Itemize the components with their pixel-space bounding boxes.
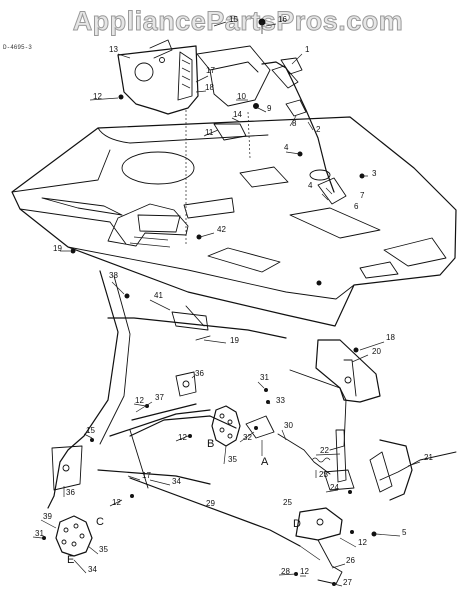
callout-4: 4 bbox=[308, 181, 313, 190]
callout-21: 21 bbox=[424, 453, 433, 462]
callout-2: 2 bbox=[316, 125, 321, 134]
callout-27: 27 bbox=[343, 578, 352, 587]
callout-39: 39 bbox=[43, 512, 52, 521]
callout-22: 22 bbox=[320, 446, 329, 455]
right-hanger bbox=[315, 339, 381, 403]
callout-17: 17 bbox=[142, 471, 151, 480]
callout-35: 35 bbox=[228, 455, 237, 464]
callout-33: 33 bbox=[276, 396, 285, 405]
callout-38: 38 bbox=[109, 271, 118, 280]
callout-42: 42 bbox=[217, 225, 226, 234]
callout-5: 5 bbox=[402, 528, 407, 537]
point-label-d: D bbox=[293, 518, 301, 530]
long-rod bbox=[129, 477, 301, 547]
gear-plate-lower bbox=[55, 515, 93, 557]
callout-12: 12 bbox=[300, 567, 309, 576]
deck-outline bbox=[11, 116, 457, 327]
callout-7: 7 bbox=[360, 191, 365, 200]
callout-31: 31 bbox=[35, 529, 44, 538]
callout-36: 36 bbox=[66, 488, 75, 497]
callout-41: 41 bbox=[154, 291, 163, 300]
line-drawing bbox=[11, 18, 457, 587]
right-lever bbox=[379, 439, 413, 501]
callout-15: 15 bbox=[229, 15, 238, 24]
lower-pivot-arm bbox=[295, 507, 343, 541]
callout-28: 28 bbox=[281, 567, 290, 576]
callout-34: 34 bbox=[88, 565, 97, 574]
callout-19: 19 bbox=[53, 244, 62, 253]
callout-6: 6 bbox=[354, 202, 359, 211]
callout-1: 1 bbox=[305, 45, 310, 54]
callout-32: 32 bbox=[243, 433, 252, 442]
callout-35: 35 bbox=[99, 545, 108, 554]
lift-handle bbox=[261, 61, 335, 193]
callout-12: 12 bbox=[112, 498, 121, 507]
callout-9: 9 bbox=[267, 104, 272, 113]
callout-30: 30 bbox=[284, 421, 293, 430]
callout-17: 17 bbox=[206, 66, 215, 75]
reference-letters: B C D A E bbox=[67, 438, 301, 566]
callout-19: 19 bbox=[230, 336, 239, 345]
callout-36: 36 bbox=[195, 369, 204, 378]
callout-numbers: 1234456789101112121212121213141515161717… bbox=[35, 15, 433, 587]
callout-11: 11 bbox=[205, 128, 214, 137]
callout-29: 29 bbox=[206, 499, 215, 508]
gear-plate-upper bbox=[211, 405, 241, 447]
callout-34: 34 bbox=[172, 477, 181, 486]
callout-14: 14 bbox=[233, 110, 242, 119]
callout-20: 20 bbox=[372, 347, 381, 356]
watermark: AppliancePartsPros.com bbox=[72, 6, 404, 37]
callout-31: 31 bbox=[260, 373, 269, 382]
callout-12: 12 bbox=[93, 92, 102, 101]
point-label-e: E bbox=[67, 554, 74, 566]
callout-12: 12 bbox=[178, 433, 187, 442]
callout-26: 26 bbox=[346, 556, 355, 565]
callout-18: 18 bbox=[386, 333, 395, 342]
callout-4: 4 bbox=[284, 143, 289, 152]
callout-12: 12 bbox=[135, 396, 144, 405]
upper-rod bbox=[107, 317, 287, 339]
point-label-c: C bbox=[96, 516, 104, 528]
callout-12: 12 bbox=[358, 538, 367, 547]
callout-23: 23 bbox=[319, 470, 328, 479]
figure-code: D-4695-3 bbox=[3, 44, 32, 51]
callout-37: 37 bbox=[155, 393, 164, 402]
callout-18: 18 bbox=[205, 83, 214, 92]
point-label-b: B bbox=[207, 438, 214, 450]
left-side-rail bbox=[47, 270, 119, 509]
upper-bracket bbox=[117, 45, 199, 115]
callout-16: 16 bbox=[278, 15, 287, 24]
callout-8: 8 bbox=[292, 119, 297, 128]
callout-25: 25 bbox=[283, 498, 292, 507]
callout-3: 3 bbox=[372, 169, 377, 178]
point-label-a: A bbox=[261, 456, 269, 468]
callout-24: 24 bbox=[330, 483, 339, 492]
callout-10: 10 bbox=[237, 92, 246, 101]
callout-13: 13 bbox=[109, 45, 118, 54]
callout-15: 15 bbox=[86, 426, 95, 435]
